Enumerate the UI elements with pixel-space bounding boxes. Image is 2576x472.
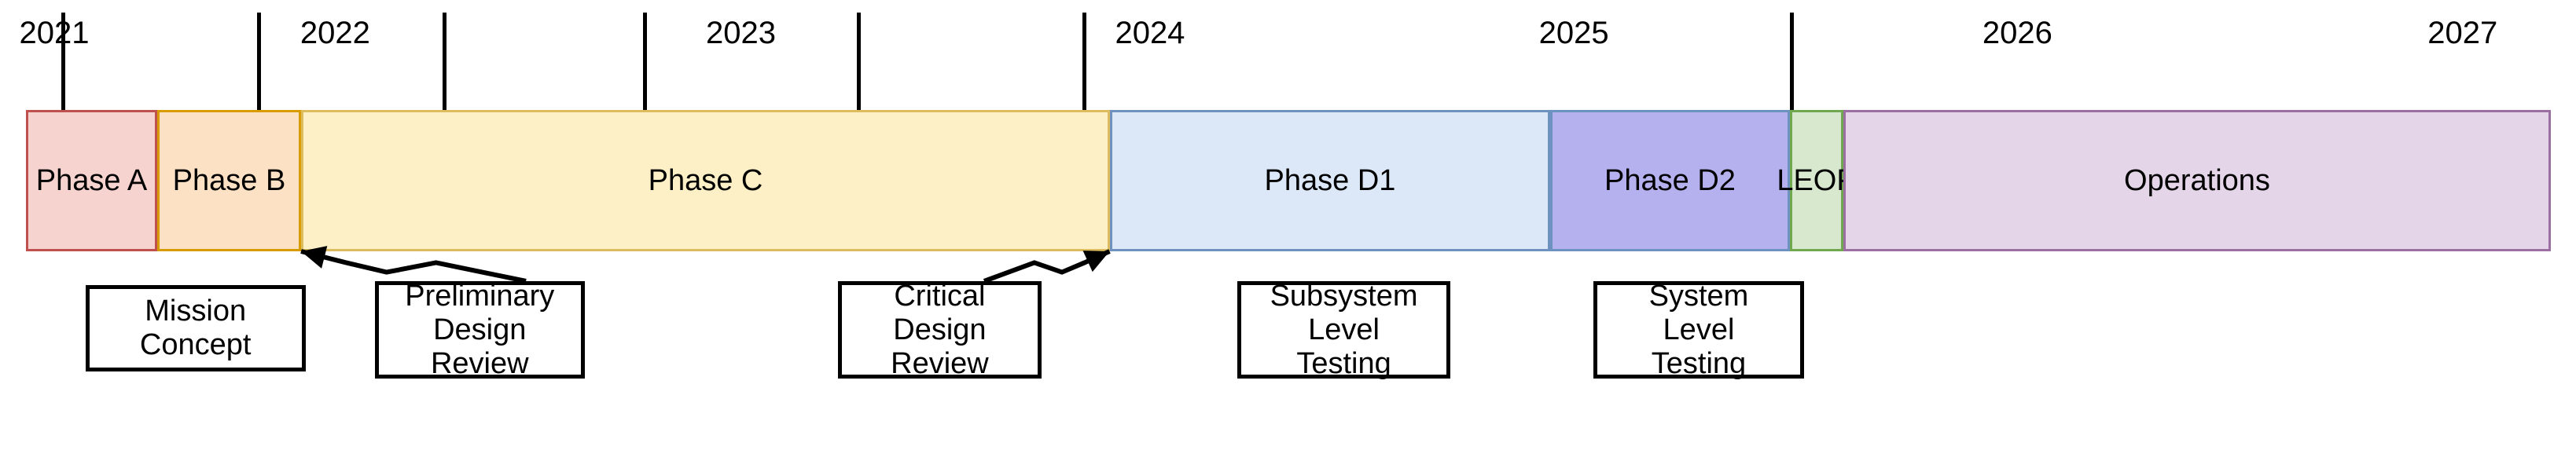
year-label-2025: 2025 [1538, 16, 1609, 50]
milestone-text-line: Level [1663, 313, 1735, 346]
year-tick-5 [1082, 13, 1086, 119]
milestone-text-line: Concept [139, 328, 252, 361]
milestone-text-line: Review [891, 346, 989, 380]
year-tick-4 [857, 13, 861, 119]
milestone-text-line: Mission [145, 295, 247, 327]
phase-bar-phase-d1[interactable]: Phase D1 [1110, 110, 1550, 251]
milestone-text-line: Review [430, 346, 529, 380]
phase-label-phase-c: Phase C [648, 164, 763, 197]
year-tick-6 [1790, 13, 1794, 119]
year-tick-2 [443, 13, 446, 119]
phase-label-phase-a: Phase A [35, 164, 148, 197]
year-label-2022: 2022 [299, 16, 370, 50]
phase-bar-phase-a[interactable]: Phase A [26, 110, 157, 251]
phase-label-phase-d2: Phase D2 [1604, 164, 1736, 197]
phase-label-phase-d1: Phase D1 [1264, 164, 1396, 197]
year-tick-0 [61, 13, 65, 119]
milestone-text-line: Critical [894, 279, 986, 313]
phase-label-leop: LEOP [1777, 164, 1857, 197]
milestone-text-line: Level [1308, 313, 1380, 346]
milestone-text-line: Design [893, 313, 987, 346]
phase-bar-phase-c[interactable]: Phase C [301, 110, 1110, 251]
year-label-2026: 2026 [1982, 16, 2052, 50]
milestone-text-line: Testing [1296, 346, 1391, 380]
phase-bar-phase-b[interactable]: Phase B [157, 110, 301, 251]
milestone-text-line: Design [433, 313, 527, 346]
phase-bar-operations[interactable]: Operations [1843, 110, 2551, 251]
phase-label-phase-b: Phase B [172, 164, 286, 197]
phase-label-operations: Operations [2124, 164, 2270, 197]
phase-bar-phase-d2[interactable]: Phase D2 [1550, 110, 1790, 251]
year-tick-3 [643, 13, 647, 119]
year-label-2023: 2023 [706, 16, 777, 50]
milestone-text-line: Preliminary [405, 279, 555, 313]
phase-bar-leop[interactable]: LEOP [1777, 110, 1857, 251]
milestone-text-line: Subsystem [1270, 279, 1418, 313]
year-label-2024: 2024 [1115, 16, 1185, 50]
milestone-text-line: System [1648, 279, 1749, 313]
year-tick-1 [257, 13, 261, 119]
year-label-2021: 2021 [19, 16, 90, 50]
year-label-2027: 2027 [2427, 16, 2498, 50]
milestone-text-line: Testing [1651, 346, 1747, 380]
